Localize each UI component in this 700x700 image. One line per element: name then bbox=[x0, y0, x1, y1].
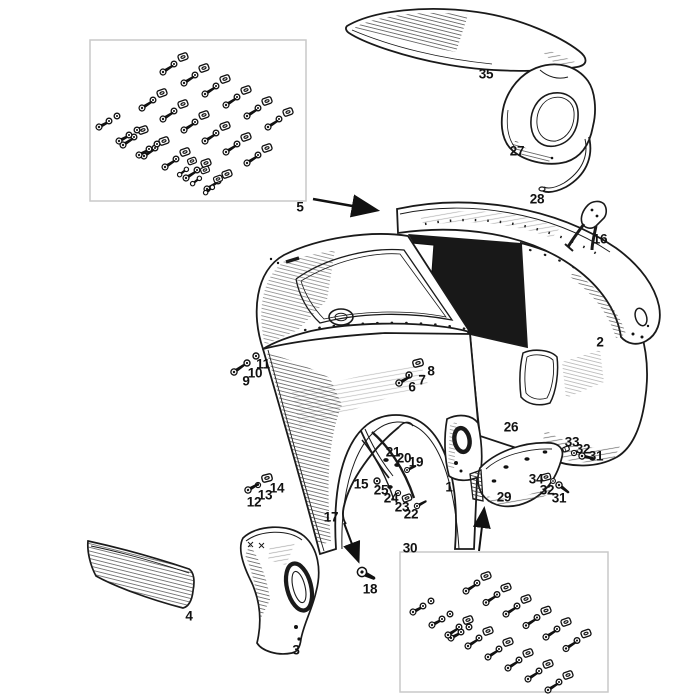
part-25-washer-icon bbox=[373, 477, 381, 485]
hardware-box-5 bbox=[89, 39, 307, 202]
washer-icon bbox=[438, 615, 446, 623]
part-4-rocker-panel bbox=[86, 539, 195, 609]
part-11-nut-icon bbox=[252, 352, 260, 360]
washer-icon bbox=[133, 126, 141, 134]
part-35-roof-front-panel bbox=[345, 8, 587, 72]
callout-arrows bbox=[312, 194, 491, 564]
washer-icon bbox=[105, 117, 113, 125]
fasteners-22-23-24-25 bbox=[373, 477, 429, 511]
fasteners-9-10-11 bbox=[229, 352, 260, 377]
part-23-clip-nut-icon bbox=[401, 492, 413, 504]
part-29-valance-panel bbox=[469, 441, 564, 508]
part-19-screw-icon bbox=[403, 462, 418, 474]
part-3-lock-pillar-panel bbox=[239, 526, 320, 655]
part-31-screw-icon bbox=[553, 479, 572, 497]
part-15-wheel-arch-trim-strip bbox=[360, 428, 394, 479]
fasteners-12-13-14 bbox=[243, 472, 274, 495]
washer-icon bbox=[465, 623, 473, 631]
arrow-box5-to-body bbox=[312, 194, 381, 218]
part-24-washer-icon bbox=[387, 485, 393, 489]
arrow-17-to-18 bbox=[343, 522, 361, 564]
part-17-beading-wire bbox=[342, 421, 414, 525]
part-27-rear-cowl-panel bbox=[500, 63, 596, 165]
part-14-clip-nut-icon bbox=[260, 472, 274, 484]
washer-icon bbox=[125, 131, 133, 139]
main-body-fender bbox=[261, 332, 480, 556]
part-21-plug-icon bbox=[383, 458, 389, 462]
washer-icon bbox=[153, 140, 161, 148]
washer-icon bbox=[419, 602, 427, 610]
part-20-washer-icon bbox=[394, 463, 400, 467]
part-22-screw-icon bbox=[412, 497, 429, 511]
part-10-washer-icon bbox=[243, 359, 251, 367]
part-32-washer-icon bbox=[550, 478, 556, 484]
part-1-fender-end-cap bbox=[444, 414, 483, 482]
washer-icon bbox=[113, 112, 121, 120]
hardware-box-30 bbox=[399, 551, 609, 695]
washer-icon bbox=[427, 597, 435, 605]
part-28-gutter-strip bbox=[538, 136, 592, 193]
arrow-box30-to-29 bbox=[472, 506, 491, 552]
washer-icon bbox=[394, 489, 402, 497]
part-18-ball-head-bolt-icon bbox=[355, 565, 379, 584]
washer-icon bbox=[145, 145, 153, 153]
part-32-washer-icon bbox=[570, 449, 578, 457]
main-body-rear-deck bbox=[255, 233, 473, 351]
washer-icon bbox=[446, 610, 454, 618]
part-16-mounting-bracket bbox=[564, 200, 608, 252]
